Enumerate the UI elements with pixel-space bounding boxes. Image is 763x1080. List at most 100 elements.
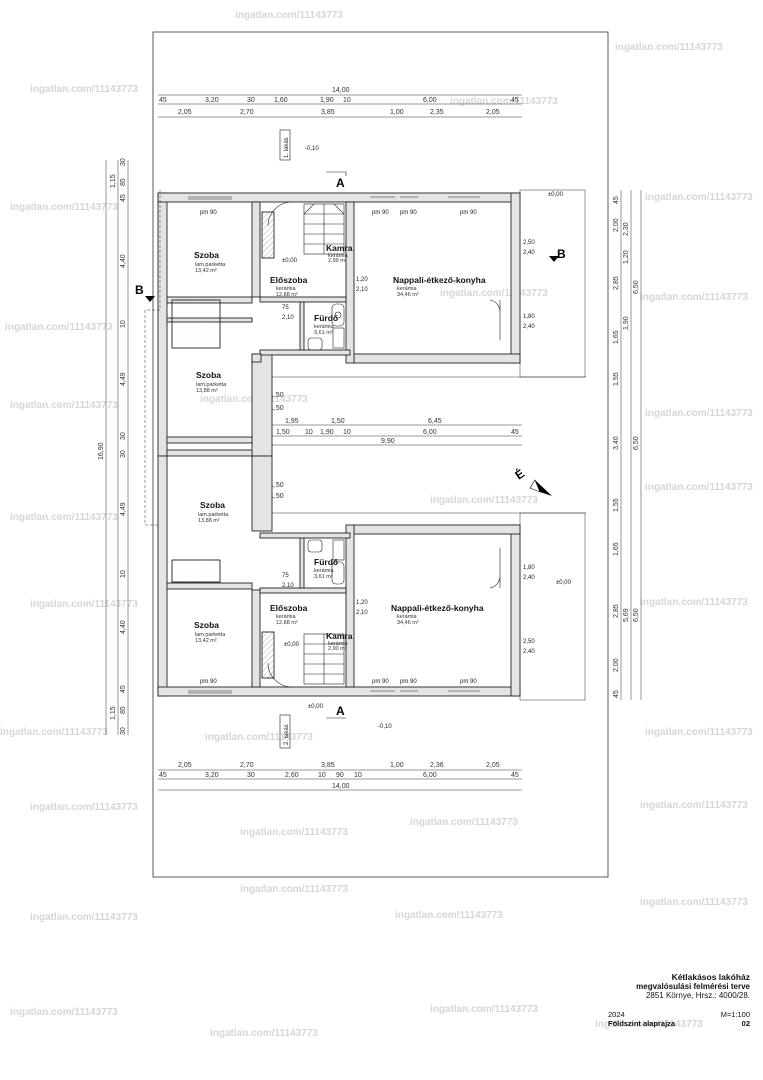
watermark: ingatlan.com/11143773 bbox=[430, 495, 538, 506]
dim-label: 1,65 bbox=[613, 330, 620, 344]
watermark: ingatlan.com/11143773 bbox=[430, 1004, 538, 1015]
watermark: ingatlan.com/11143773 bbox=[395, 910, 503, 921]
level-label: ±0,00 bbox=[282, 258, 298, 264]
title-block: Kétlakásos lakóház megvalósulási felméré… bbox=[608, 972, 750, 1028]
room-area: 13,42 m² bbox=[195, 638, 217, 644]
left-dimensions: 16,90 1,15 30 85 45 4,40 10 4,49 30 30 4… bbox=[98, 158, 129, 735]
room-finish: lam.parketta bbox=[195, 262, 226, 268]
room-name: Szoba bbox=[194, 250, 219, 260]
dim-label: 3,85 bbox=[321, 109, 335, 116]
room-area: 3,61 m² bbox=[314, 330, 333, 336]
watermark: ingatlan.com/11143773 bbox=[645, 482, 753, 493]
room-finish: kerámia bbox=[397, 614, 418, 620]
dim-label: 2,30 bbox=[623, 222, 630, 236]
room-finish: lam.parketta bbox=[198, 512, 229, 518]
section-marker-b: B bbox=[557, 247, 566, 261]
dim-label: 1,00 bbox=[390, 109, 404, 116]
dim-label: 5,69 bbox=[623, 608, 630, 622]
watermark: ingatlan.com/11143773 bbox=[640, 292, 748, 303]
room-name: Kamra bbox=[326, 631, 353, 641]
lower-room-labels: Szoba lam.parketta 13,88 m² Szoba lam.pa… bbox=[194, 500, 484, 652]
watermark: ingatlan.com/11143773 bbox=[30, 802, 138, 813]
watermark: ingatlan.com/11143773 bbox=[30, 912, 138, 923]
dim-label: 85 bbox=[120, 178, 127, 186]
dim-label: 1,50 bbox=[270, 493, 284, 500]
opening-label: 2,40 bbox=[523, 250, 535, 256]
dim-label: 1,50 bbox=[270, 482, 284, 489]
dim-label: 3,85 bbox=[321, 762, 335, 769]
dim-label: 3,20 bbox=[205, 97, 219, 104]
dim-label: 45 bbox=[159, 772, 167, 779]
level-label: ±0,00 bbox=[556, 580, 572, 586]
dim-label: 6,50 bbox=[633, 280, 640, 294]
dim-label: 10 bbox=[120, 320, 127, 328]
watermark: ingatlan.com/11143773 bbox=[645, 192, 753, 203]
room-name: Előszoba bbox=[270, 603, 308, 613]
dim-label: 1,50 bbox=[331, 418, 345, 425]
room-finish: lam.parketta bbox=[195, 632, 226, 638]
room-finish: kerámia bbox=[276, 286, 297, 292]
window-label: pm 90 bbox=[372, 679, 389, 685]
room-finish: kerámia bbox=[328, 641, 349, 647]
watermark: ingatlan.com/11143773 bbox=[640, 597, 748, 608]
room-area: 2,90 m² bbox=[328, 646, 347, 652]
level-label: ±0,00 bbox=[308, 704, 324, 710]
drawing-scale: M=1:100 bbox=[720, 1010, 750, 1019]
lower-stairs bbox=[303, 633, 345, 685]
opening-labels: pm 90 pm 90 pm 90 pm 90 pm 90 pm 90 pm 9… bbox=[200, 210, 535, 685]
opening-label: 2,40 bbox=[523, 575, 535, 581]
room-name: Előszoba bbox=[270, 275, 308, 285]
dim-label: 10 bbox=[343, 97, 351, 104]
watermark: ingatlan.com/11143773 bbox=[210, 1028, 318, 1039]
dim-label: 2,70 bbox=[240, 762, 254, 769]
watermark: ingatlan.com/11143773 bbox=[235, 10, 343, 21]
dim-label: 1,55 bbox=[613, 498, 620, 512]
dim-label: 1,50 bbox=[276, 429, 290, 436]
dim-label: 3,20 bbox=[205, 772, 219, 779]
dim-label: 10 bbox=[318, 772, 326, 779]
dim-label: 1,50 bbox=[270, 405, 284, 412]
watermark: ingatlan.com/11143773 bbox=[615, 42, 723, 53]
dim-label: 85 bbox=[120, 706, 127, 714]
watermark: ingatlan.com/11143773 bbox=[5, 322, 113, 333]
dim-label: 45 bbox=[511, 429, 519, 436]
opening-label: 2,50 bbox=[523, 240, 535, 246]
dim-label: 2,60 bbox=[285, 772, 299, 779]
north-label: É bbox=[512, 466, 527, 483]
window-label: pm 90 bbox=[372, 210, 389, 216]
dim-label: 1,20 bbox=[623, 250, 630, 264]
room-name: Szoba bbox=[200, 500, 225, 510]
watermark: ingatlan.com/11143773 bbox=[10, 400, 118, 411]
dim-total-left: 16,90 bbox=[98, 442, 105, 460]
window-label: pm 90 bbox=[200, 210, 217, 216]
dim-label: 6,00 bbox=[423, 97, 437, 104]
dim-label: 45 bbox=[511, 97, 519, 104]
opening-label: 1,20 bbox=[356, 277, 368, 283]
dim-label: 10 bbox=[120, 570, 127, 578]
sheet-name: Földszint alaprajza bbox=[608, 1019, 676, 1028]
dim-label: 45 bbox=[159, 97, 167, 104]
room-name: Fürdő bbox=[314, 313, 338, 323]
room-area: 13,88 m² bbox=[198, 518, 220, 524]
room-name: Fürdő bbox=[314, 557, 338, 567]
room-finish: lam.parketta bbox=[196, 382, 227, 388]
dim-label: 2,85 bbox=[613, 276, 620, 290]
watermark: ingatlan.com/11143773 bbox=[0, 727, 108, 738]
dim-label: 2,36 bbox=[430, 762, 444, 769]
room-finish: kerámia bbox=[314, 568, 335, 574]
dim-label: 30 bbox=[120, 727, 127, 735]
upper-room-labels: Szoba lam.parketta 13,42 m² Szoba lam.pa… bbox=[194, 243, 486, 394]
bottom-dimensions: 2,05 2,70 3,85 1,00 2,36 2,05 45 3,20 30… bbox=[158, 762, 522, 791]
north-arrow: É bbox=[512, 466, 552, 496]
dim-label: 6,50 bbox=[633, 608, 640, 622]
dim-label: 90 bbox=[336, 772, 344, 779]
upper-unit-walls bbox=[157, 192, 521, 457]
window-label: pm 90 bbox=[460, 679, 477, 685]
dim-label: 30 bbox=[120, 158, 127, 166]
dim-label: 1,55 bbox=[613, 372, 620, 386]
dim-label: 2,05 bbox=[178, 762, 192, 769]
watermark: ingatlan.com/11143773 bbox=[640, 800, 748, 811]
room-finish: kerámia bbox=[328, 253, 349, 259]
dim-label: 1,15 bbox=[110, 174, 117, 188]
dim-label: 9,90 bbox=[381, 438, 395, 445]
